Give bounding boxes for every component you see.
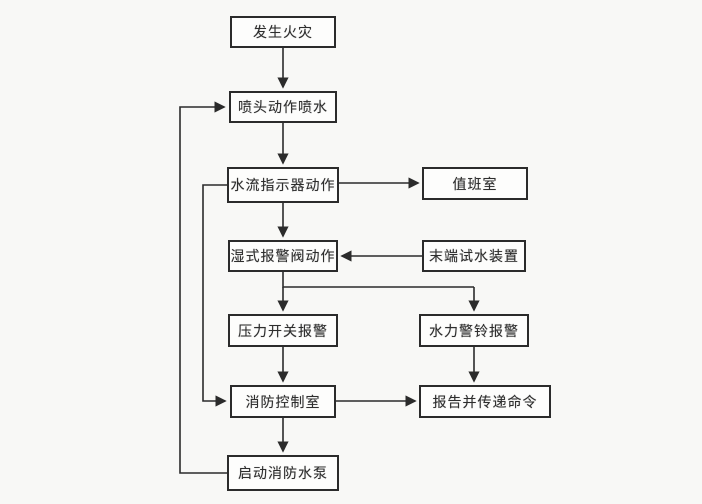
node-fire-occurs-label: 发生火灾 [253, 25, 313, 41]
node-fire-control-room-label: 消防控制室 [245, 394, 321, 411]
node-report-and-relay-orders-label: 报告并传递命令 [432, 394, 538, 411]
node-end-test-water-device: 末端试水装置 [422, 240, 526, 272]
node-start-fire-pump: 启动消防水泵 [227, 455, 339, 491]
node-water-flow-indicator: 水流指示器动作 [227, 167, 339, 203]
node-hydraulic-alarm-bell-label: 水力警铃报警 [429, 323, 519, 340]
node-water-flow-indicator-label: 水流指示器动作 [230, 178, 336, 194]
node-pressure-switch-alarm-label: 压力开关报警 [238, 323, 328, 340]
node-sprinkler-head-sprays-label: 喷头动作喷水 [238, 100, 328, 116]
node-fire-control-room: 消防控制室 [230, 385, 336, 418]
node-report-and-relay-orders: 报告并传递命令 [419, 385, 551, 418]
node-sprinkler-head-sprays: 喷头动作喷水 [229, 91, 337, 123]
node-wet-alarm-valve: 湿式报警阀动作 [228, 240, 338, 272]
node-start-fire-pump-label: 启动消防水泵 [238, 466, 328, 482]
node-fire-occurs: 发生火灾 [230, 16, 336, 48]
node-duty-room-label: 值班室 [452, 176, 498, 193]
node-duty-room: 值班室 [422, 167, 528, 200]
node-wet-alarm-valve-label: 湿式报警阀动作 [230, 249, 336, 265]
node-end-test-water-device-label: 末端试水装置 [429, 249, 519, 265]
node-hydraulic-alarm-bell: 水力警铃报警 [419, 314, 529, 347]
node-pressure-switch-alarm: 压力开关报警 [228, 314, 338, 347]
